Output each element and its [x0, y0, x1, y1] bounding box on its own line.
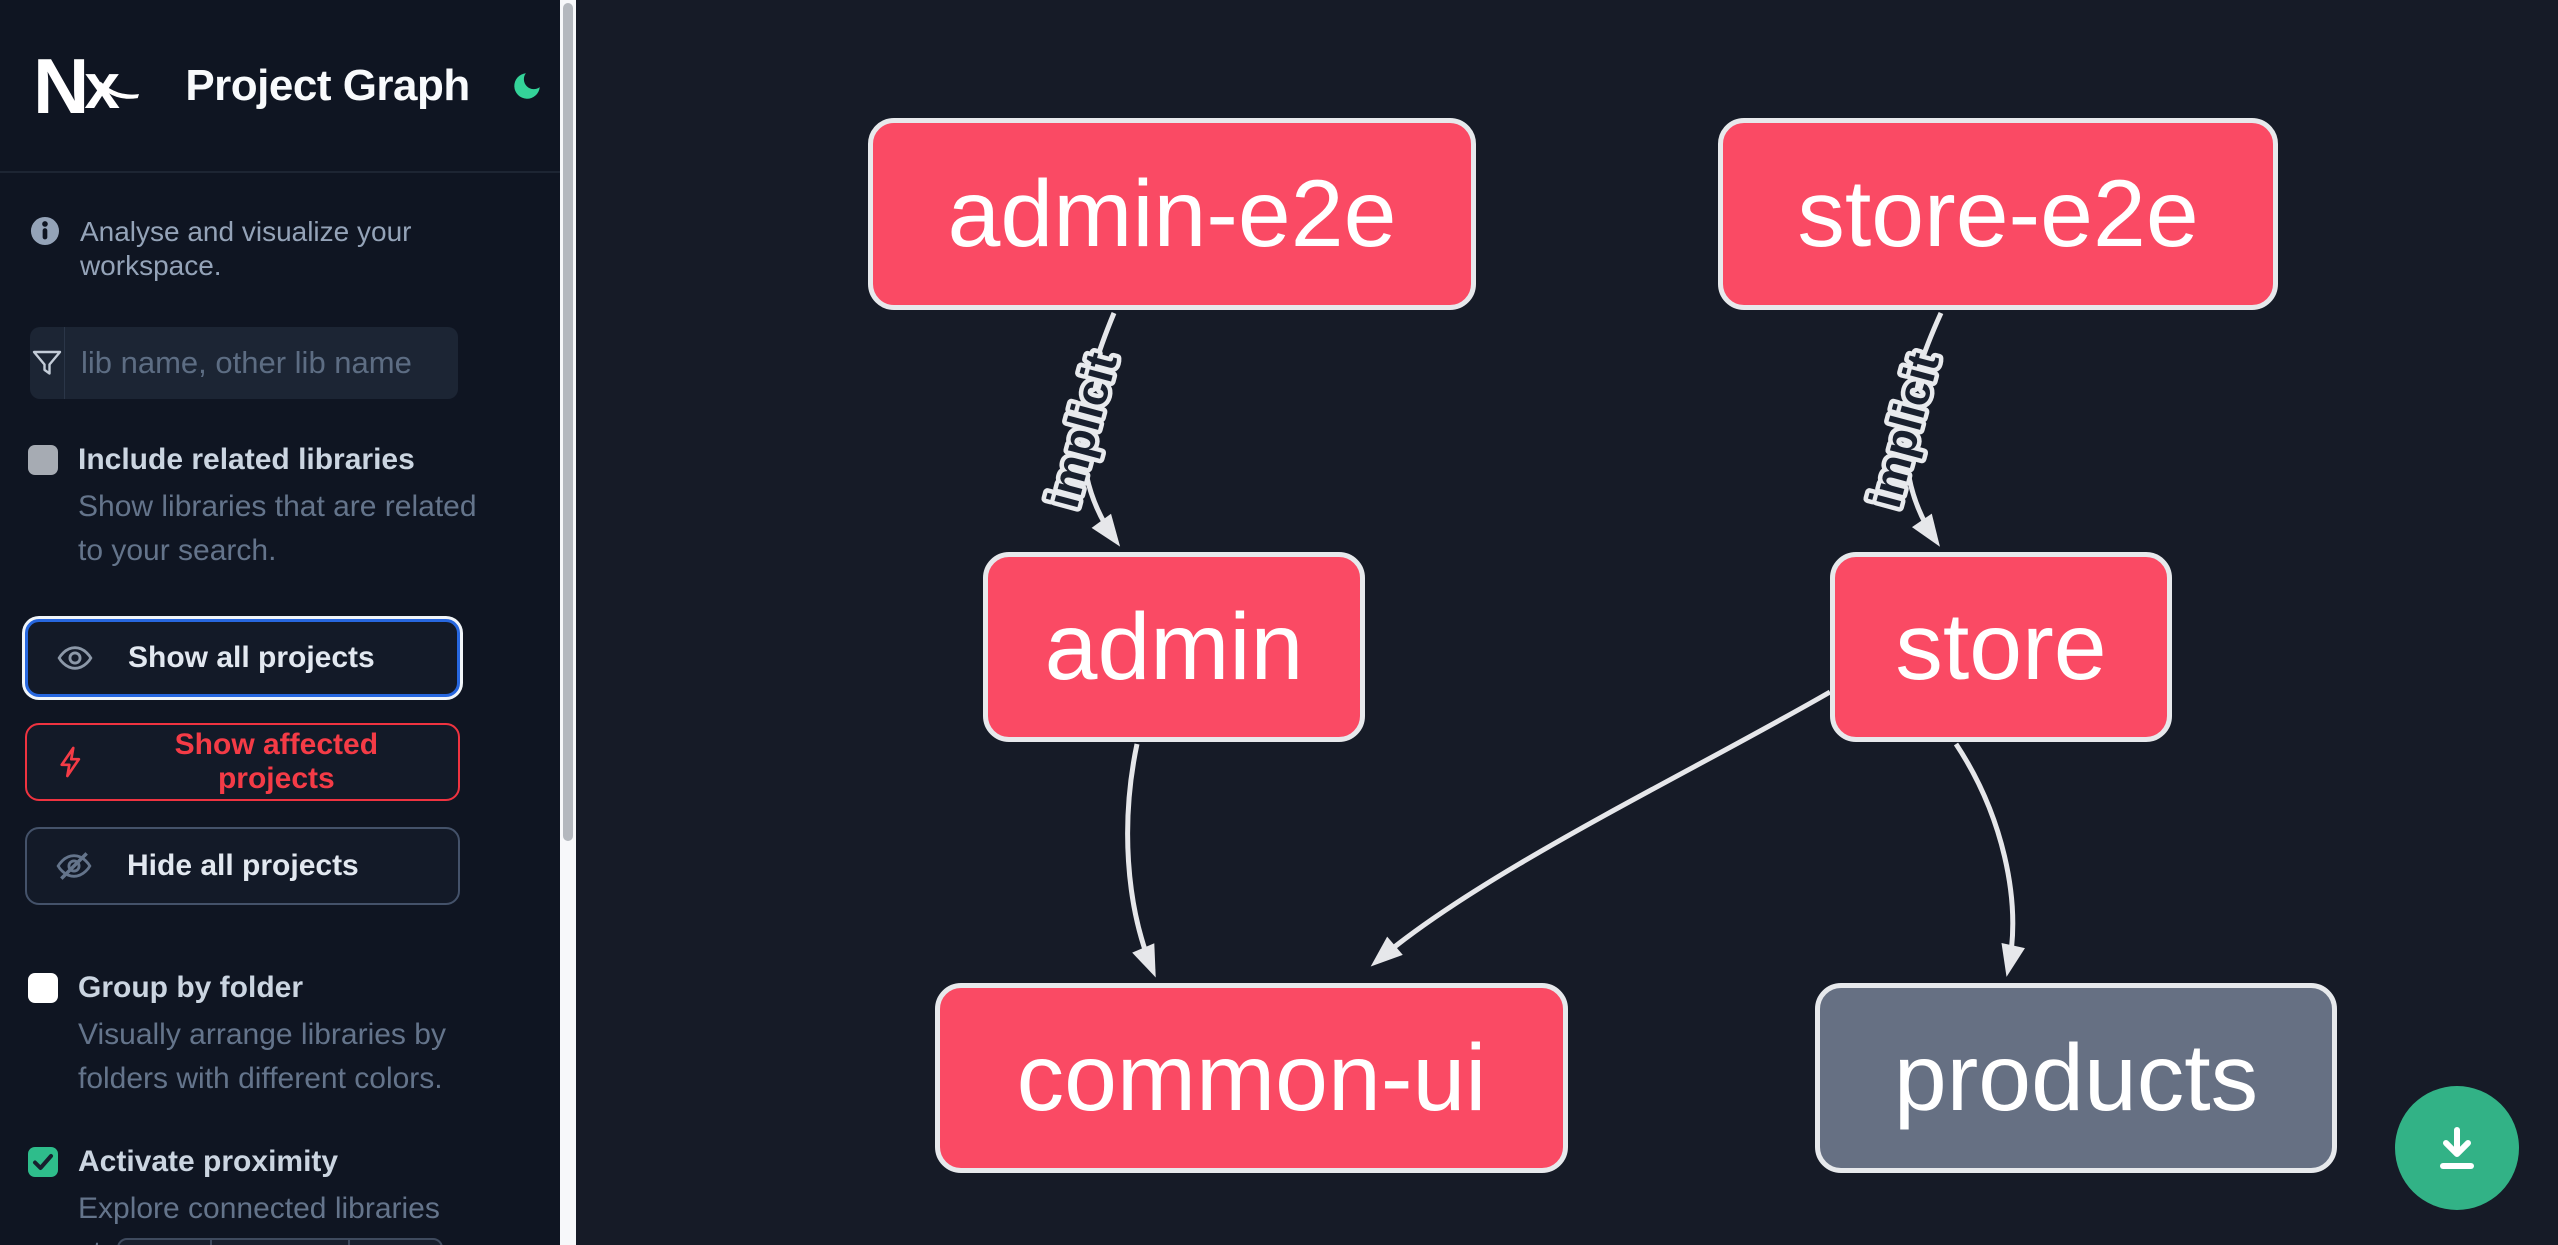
- activate-proximity-label: Activate proximity: [78, 1145, 339, 1178]
- workspace-tagline-row: Analyse and visualize your workspace.: [30, 215, 530, 283]
- moon-icon: [514, 72, 540, 99]
- node-label: store: [1895, 593, 2107, 700]
- hide-all-projects-button[interactable]: Hide all projects: [25, 827, 460, 905]
- edge-admin-common-ui: [1125, 743, 1156, 978]
- filter-search-box: [30, 327, 458, 399]
- show-affected-projects-label: Show affected projects: [174, 728, 379, 795]
- check-icon: [33, 1154, 53, 1170]
- eye-icon: [57, 646, 93, 670]
- activate-proximity-checkbox[interactable]: [28, 1147, 58, 1177]
- node-label: admin: [1044, 593, 1304, 700]
- dark-mode-toggle[interactable]: [510, 69, 544, 103]
- download-icon: [2440, 1127, 2474, 1169]
- include-related-desc: Show libraries that are related to your …: [78, 490, 477, 567]
- graph-node-admin[interactable]: admin: [983, 552, 1365, 742]
- include-related-label: Include related libraries: [78, 443, 415, 476]
- edge-store-e2e-store: [1903, 311, 1944, 547]
- stepper-decrement[interactable]: [119, 1240, 212, 1245]
- search-input[interactable]: [65, 327, 458, 399]
- node-label: admin-e2e: [947, 160, 1397, 267]
- edge-label-implicit-left: implicit: [1037, 347, 1127, 512]
- group-by-folder-label: Group by folder: [78, 971, 303, 1004]
- graph-node-common-ui[interactable]: common-ui: [935, 983, 1568, 1173]
- eye-off-icon: [56, 852, 92, 880]
- node-label: common-ui: [1016, 1024, 1487, 1131]
- node-label: store-e2e: [1797, 160, 2199, 267]
- show-all-projects-label: Show all projects: [128, 641, 375, 674]
- group-by-folder-desc: Visually arrange libraries by folders wi…: [78, 1018, 446, 1095]
- graph-node-store[interactable]: store: [1830, 552, 2172, 742]
- include-related-checkbox[interactable]: [28, 445, 58, 475]
- funnel-icon: [30, 327, 65, 399]
- graph-node-admin-e2e[interactable]: admin-e2e: [868, 118, 1476, 310]
- stepper-increment[interactable]: [350, 1240, 441, 1245]
- show-affected-projects-button[interactable]: Show affected projects: [25, 723, 460, 801]
- graph-canvas[interactable]: implicit implicit admin-e2e store-e2e ad…: [576, 0, 2558, 1245]
- graph-node-store-e2e[interactable]: store-e2e: [1718, 118, 2278, 310]
- show-all-projects-button[interactable]: Show all projects: [25, 619, 460, 697]
- proximity-stepper[interactable]: [117, 1238, 443, 1245]
- graph-node-products[interactable]: products: [1815, 983, 2337, 1173]
- info-icon: [30, 216, 60, 246]
- workspace-tagline: Analyse and visualize your workspace.: [79, 216, 412, 281]
- graph-edges: implicit implicit: [1032, 311, 2025, 978]
- stepper-value: [212, 1240, 350, 1245]
- hide-all-projects-label: Hide all projects: [127, 849, 359, 882]
- scrollbar-thumb[interactable]: [563, 3, 573, 841]
- group-by-folder-checkbox[interactable]: [28, 973, 58, 1003]
- edge-store-common-ui: [1370, 689, 1832, 967]
- sidebar-scrollbar[interactable]: [560, 0, 576, 1245]
- edge-store-products: [1953, 742, 2025, 977]
- edge-admin-e2e-admin: [1080, 312, 1121, 547]
- edge-label-implicit-right: implicit: [1859, 347, 1949, 512]
- group-by-folder-row: Group by folder Visually arrange librari…: [28, 971, 530, 1101]
- bolt-icon: [60, 746, 81, 778]
- page-title: Project Graph: [185, 60, 470, 110]
- activate-proximity-desc: Explore connected libraries step by step…: [78, 1192, 440, 1245]
- node-label: products: [1893, 1024, 2259, 1131]
- download-graph-button[interactable]: [2395, 1086, 2519, 1210]
- activate-proximity-row: Activate proximity Explore connected lib…: [28, 1145, 530, 1245]
- include-related-row: Include related libraries Show libraries…: [28, 443, 530, 573]
